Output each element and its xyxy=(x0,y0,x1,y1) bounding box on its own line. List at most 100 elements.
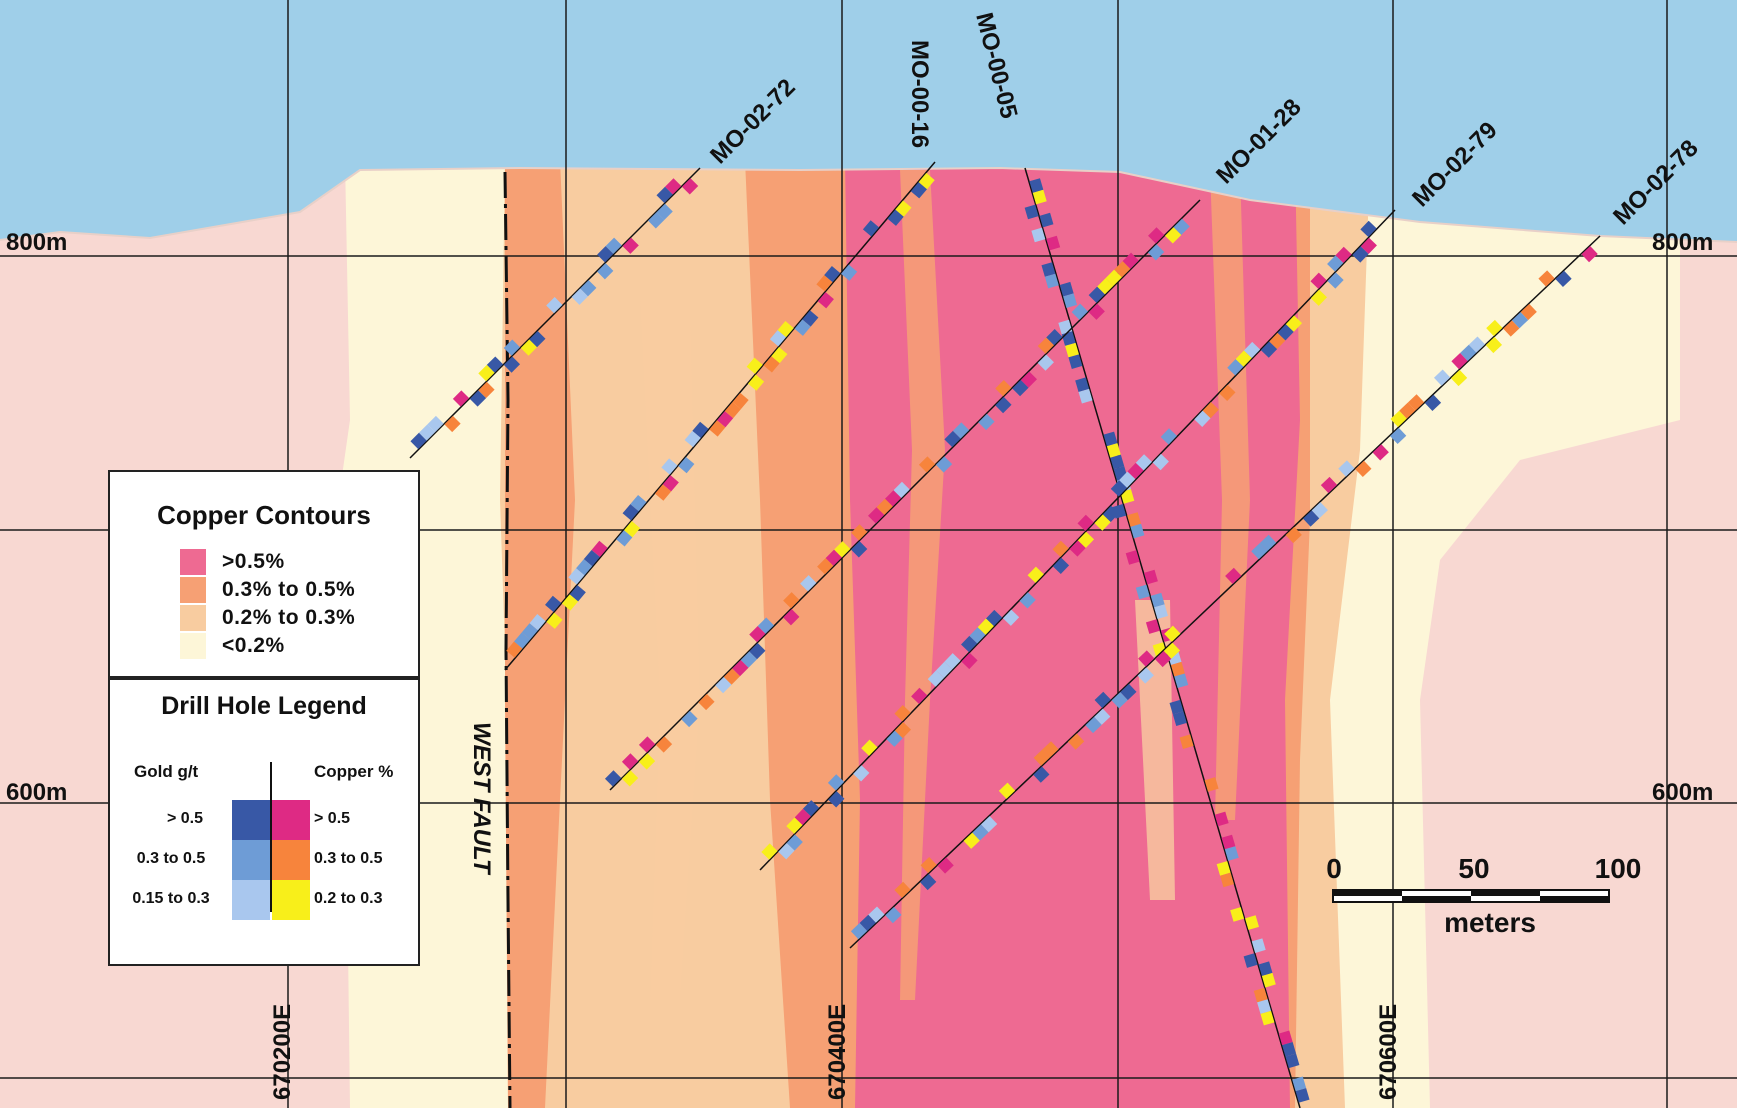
assay-segment xyxy=(861,739,878,756)
assay-segment xyxy=(638,753,656,770)
assay-segment xyxy=(786,834,803,851)
assay-segment xyxy=(853,765,870,782)
drill-hole-label: MO-00-16 xyxy=(906,40,933,148)
assay-segment xyxy=(1581,246,1598,263)
assay-segment xyxy=(1282,1042,1297,1057)
assay-segment xyxy=(802,800,820,817)
assay-segment xyxy=(1071,303,1088,320)
assay-segment xyxy=(1225,567,1242,585)
assay-segment xyxy=(920,873,937,891)
assay-segment xyxy=(709,420,726,437)
assay-segment xyxy=(936,661,953,679)
assay-segment xyxy=(1097,278,1114,295)
gold-label: 0.15 to 0.3 xyxy=(132,890,210,907)
legend-row: 0.3% to 0.5% xyxy=(180,576,355,604)
assay-segment xyxy=(1106,443,1121,458)
assay-segment xyxy=(597,263,614,280)
assay-segment xyxy=(503,339,521,356)
elevation-label-left-600: 600m xyxy=(6,779,67,806)
drill-holes xyxy=(409,161,1601,1108)
assay-segment xyxy=(1295,1088,1310,1103)
assay-segment xyxy=(1372,444,1389,461)
assay-segment xyxy=(1235,350,1252,367)
assay-segment xyxy=(621,770,639,787)
assay-segment xyxy=(546,612,563,629)
drill-trace xyxy=(1024,167,1301,1108)
assay-segment xyxy=(1311,502,1328,519)
assay-segment xyxy=(1257,999,1272,1014)
assay-segment xyxy=(1327,255,1344,272)
assay-segment xyxy=(521,623,538,640)
assay-segment xyxy=(1102,505,1120,523)
assay-segment xyxy=(1320,476,1338,494)
copper-label: 0.2 to 0.3 xyxy=(314,890,383,907)
assay-segment xyxy=(1119,471,1136,488)
assay-segment xyxy=(884,490,902,507)
scale-unit: meters xyxy=(1444,907,1536,938)
assay-segment xyxy=(623,521,641,538)
assay-segment xyxy=(1292,1076,1307,1092)
elevation-label-left-800: 800m xyxy=(6,229,67,256)
assay-segment xyxy=(1052,540,1069,557)
assay-segment xyxy=(1110,454,1125,470)
assay-segment xyxy=(918,173,935,190)
assay-segment xyxy=(732,392,749,410)
assay-segment xyxy=(918,456,936,473)
assay-segment xyxy=(1127,462,1144,480)
copper-header: Copper % xyxy=(314,762,394,781)
assay-segment xyxy=(1125,550,1140,565)
assay-segment xyxy=(1145,619,1160,634)
assay-segment xyxy=(1407,394,1425,411)
assay-segment xyxy=(1152,453,1169,471)
contour-stripe-1 xyxy=(900,170,945,1000)
assay-segment xyxy=(1390,410,1407,428)
fault-label: WEST FAULT xyxy=(468,722,495,876)
assay-segment xyxy=(662,475,679,492)
assay-segment xyxy=(1399,402,1416,419)
assay-segment xyxy=(1486,319,1503,337)
assay-segment xyxy=(1148,244,1165,261)
assay-segment xyxy=(851,524,868,541)
assay-segment xyxy=(1260,1010,1275,1026)
assay-segment xyxy=(506,641,523,658)
assay-segment xyxy=(1164,227,1182,244)
assay-segment xyxy=(1355,460,1372,478)
assay-segment xyxy=(520,339,538,356)
gold-swatch-0-15-to-0-3 xyxy=(232,880,270,920)
assay-segment xyxy=(1194,410,1211,427)
assay-segment xyxy=(1258,961,1273,976)
assay-segment xyxy=(1555,270,1572,288)
assay-segment xyxy=(778,843,795,860)
assay-segment xyxy=(1285,526,1302,544)
assay-segment xyxy=(894,721,912,739)
assay-segment xyxy=(1169,699,1184,715)
swatch-0-2-to-0-3 xyxy=(180,605,206,631)
assay-segment xyxy=(1033,749,1050,766)
assay-segment xyxy=(935,456,953,473)
assay-segment xyxy=(529,330,546,348)
assay-segment xyxy=(1002,609,1020,626)
assay-segment xyxy=(1094,514,1111,531)
assay-segment xyxy=(1216,861,1231,876)
assay-segment xyxy=(1085,716,1102,734)
scale-bar-segment xyxy=(1333,890,1402,896)
assay-segment xyxy=(1012,379,1029,397)
assay-segment xyxy=(961,652,978,670)
swatch-0-3-to-0-5 xyxy=(180,577,206,603)
assay-segment xyxy=(1032,189,1047,205)
assay-segment xyxy=(1202,402,1219,419)
assay-segment xyxy=(1031,227,1046,243)
assay-segment xyxy=(783,609,800,626)
assay-segment xyxy=(802,310,819,327)
assay-segment xyxy=(1041,262,1056,277)
assay-segment xyxy=(1069,540,1086,557)
assay-segment xyxy=(1112,504,1127,519)
gold-swatch-gt-0-5 xyxy=(232,800,270,840)
assay-segment xyxy=(1122,252,1139,269)
assay-segment xyxy=(1460,344,1477,361)
assay-segment xyxy=(503,356,521,373)
assay-segment xyxy=(591,540,608,558)
assay-segment xyxy=(894,881,911,898)
drill-trace xyxy=(609,199,1201,791)
